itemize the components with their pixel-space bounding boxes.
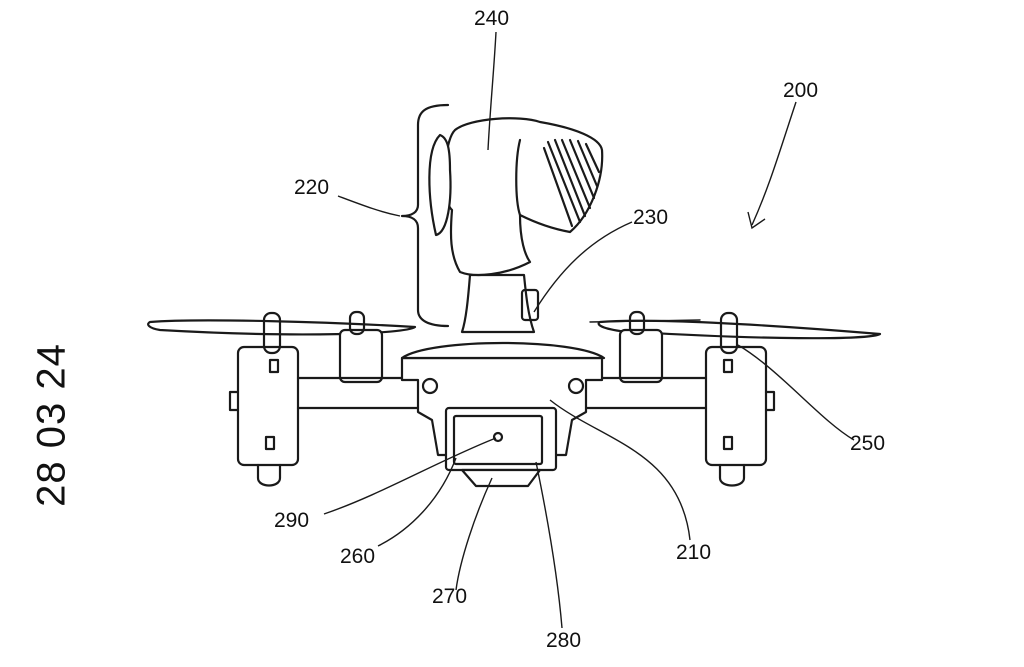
leader-230	[533, 221, 633, 313]
leader-290	[323, 437, 497, 515]
date-stamp: 28 03 24	[29, 343, 74, 507]
left-inner-motor	[338, 310, 384, 384]
figurine-left-ear	[428, 133, 452, 237]
right-inner-motor	[618, 310, 664, 384]
leader-250	[737, 344, 855, 441]
ref-250: 250	[850, 432, 886, 455]
right-arm	[583, 376, 708, 410]
camera-lens	[492, 431, 504, 443]
ref-230: 230	[633, 206, 669, 229]
right-propeller-blade	[597, 319, 882, 340]
leader-240	[487, 31, 497, 151]
left-led	[421, 377, 439, 395]
leader-200	[751, 101, 797, 226]
top-canopy	[400, 341, 606, 360]
camera-window	[452, 414, 544, 466]
mount-stem	[460, 273, 536, 334]
leader-210	[549, 399, 691, 541]
ref-260: 260	[340, 545, 376, 568]
figurine-ear-hatching	[542, 138, 601, 228]
ref-220: 220	[294, 176, 330, 199]
left-outer-motor	[228, 311, 300, 487]
bracket-220	[400, 103, 450, 328]
leader-260	[377, 457, 457, 547]
right-led	[567, 377, 585, 395]
figurine-face-contour	[515, 138, 522, 217]
leader-270	[455, 477, 493, 591]
left-propeller-blade	[147, 319, 417, 336]
ref-280: 280	[546, 629, 582, 652]
leader-200-arrow	[747, 211, 766, 230]
left-arm	[296, 376, 422, 410]
leader-280	[535, 461, 563, 629]
ref-270: 270	[432, 585, 468, 608]
ref-200: 200	[783, 79, 819, 102]
ref-240: 240	[474, 7, 510, 30]
camera-base	[460, 468, 542, 488]
ref-290: 290	[274, 509, 310, 532]
leader-220	[337, 195, 401, 217]
right-outer-motor	[704, 311, 776, 487]
ref-210: 210	[676, 541, 712, 564]
